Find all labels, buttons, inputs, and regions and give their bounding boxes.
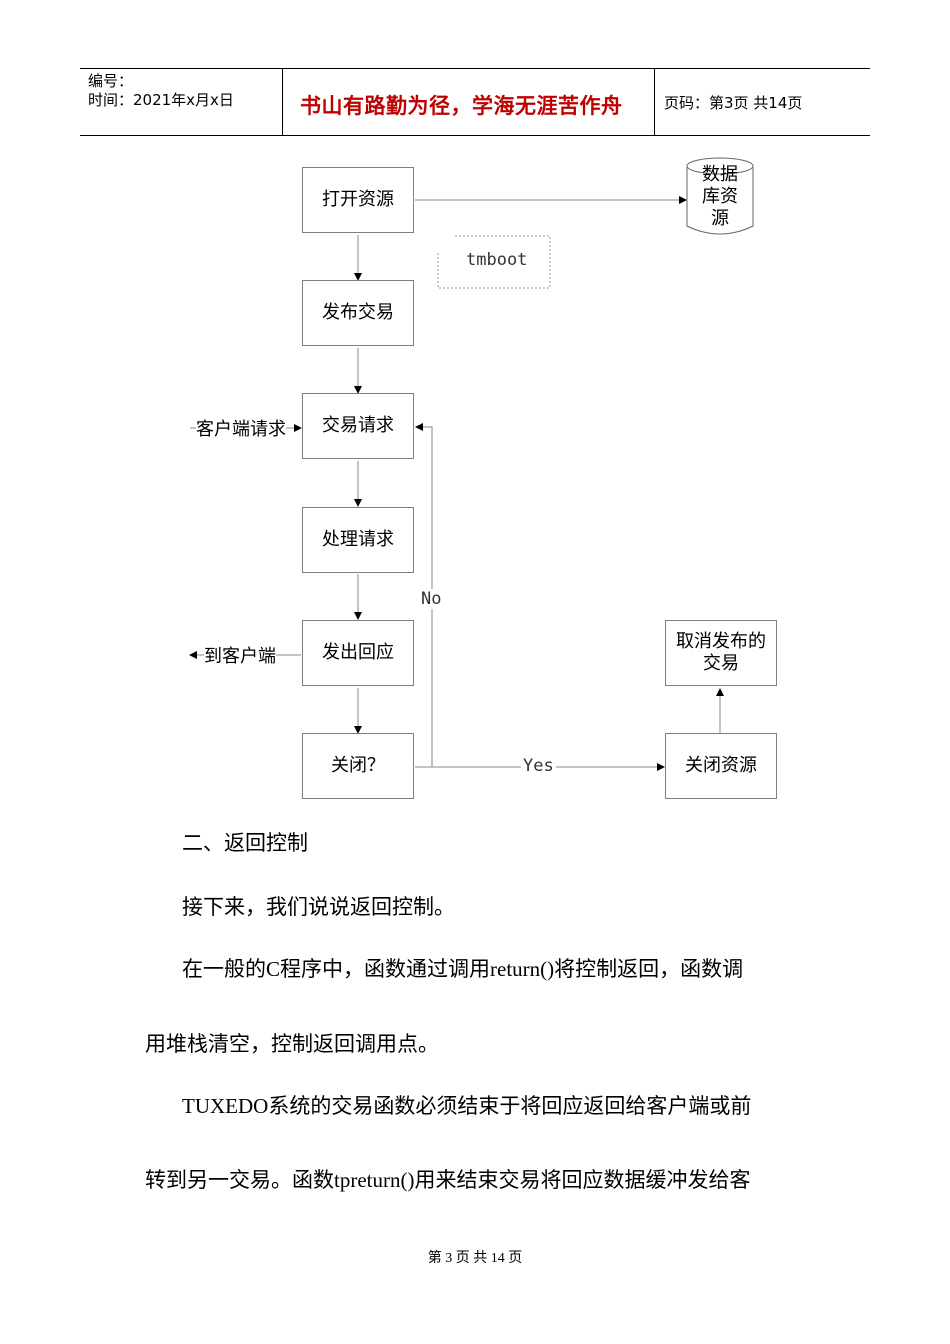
header-number-label: 编号： (88, 72, 134, 90)
header-divider-2 (654, 68, 655, 136)
service-request-box: 交易请求 (302, 393, 414, 459)
no-branch-label: No (421, 589, 442, 609)
send-reply-box: 发出回应 (302, 620, 414, 686)
paragraph-2-line-1: 在一般的C程序中，函数通过调用return()将控制返回，函数调 (182, 957, 744, 981)
publish-service-box: 发布交易 (302, 280, 414, 346)
process-request-box: 处理请求 (302, 507, 414, 573)
paragraph-2-line-2: 用堆栈清空，控制返回调用点。 (145, 1032, 439, 1056)
paragraph-3-line-2: 转到另一交易。函数tpreturn()用来结束交易将回应数据缓冲发给客 (145, 1168, 751, 1192)
page-footer: 第 3 页 共 14 页 (427, 1251, 523, 1266)
yes-branch-label: Yes (521, 756, 556, 776)
flowchart-connectors (189, 157, 754, 771)
header-bottom-border (80, 135, 870, 136)
paragraph-3-line-1: TUXEDO系统的交易函数必须结束于将回应返回给客户端或前 (182, 1094, 752, 1118)
database-resource-label: 数据库资源 (702, 164, 738, 229)
cancel-published-service-box: 取消发布的交易 (665, 620, 777, 686)
to-client-label: 到客户端 (204, 642, 276, 668)
database-cylinder-icon (686, 157, 754, 235)
header-motto: 书山有路勤为径，学海无涯苦作舟 (300, 94, 623, 118)
paragraph-1: 接下来，我们说说返回控制。 (182, 895, 455, 919)
open-resource-box: 打开资源 (302, 167, 414, 233)
close-decision-box: 关闭？ (302, 733, 414, 799)
header-page-info: 页码：第3页 共14页 (664, 94, 803, 112)
header-time-label: 时间：2021年x月x日 (88, 91, 234, 109)
section-heading: 二、返回控制 (182, 831, 308, 855)
header-top-border (80, 68, 870, 69)
close-resource-box: 关闭资源 (665, 733, 777, 799)
header-divider-1 (282, 68, 283, 136)
tmboot-note: tmboot (466, 250, 528, 270)
client-request-label: 客户端请求 (196, 415, 286, 441)
